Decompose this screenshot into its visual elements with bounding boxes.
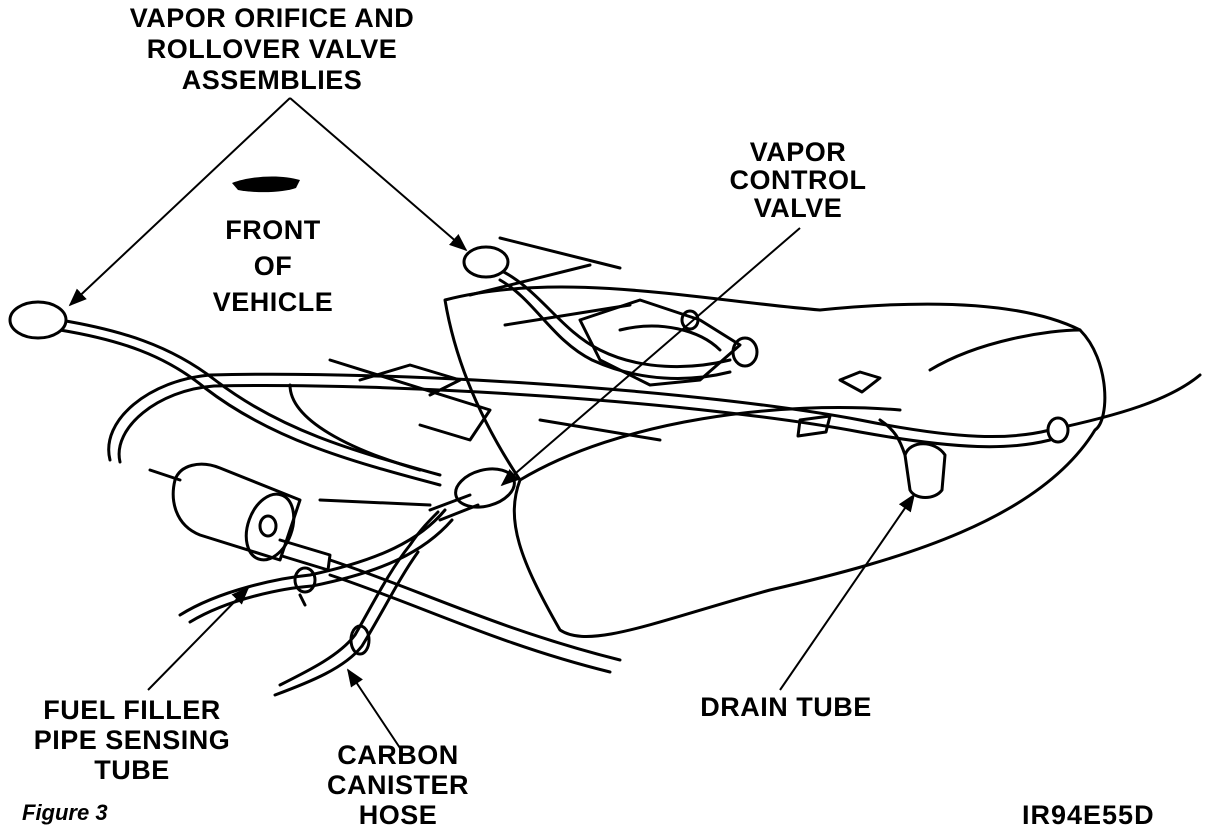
- leader-drain-tube: [779, 493, 916, 691]
- label-carbon-canister: CARBON CANISTER HOSE: [326, 740, 469, 830]
- leader-carbon-canister: [347, 668, 401, 749]
- label-front-of-vehicle: FRONT OF VEHICLE: [212, 215, 334, 317]
- vapor-line-clip: [1046, 416, 1070, 444]
- tank-seam-2: [928, 328, 1082, 372]
- label-vapor-control-valve: VAPOR CONTROL VALVE: [729, 137, 867, 223]
- tank-strap: [328, 358, 492, 442]
- front-of-vehicle-arrow: [232, 176, 300, 193]
- figure-caption: Figure 3: [22, 800, 108, 825]
- leader-fuel-filler: [147, 586, 250, 691]
- leader-vapor-control-valve: [500, 227, 801, 487]
- illustration-code: IR94E55D: [1022, 800, 1155, 830]
- tank-rib: [838, 370, 882, 394]
- rollover-valve-right: [462, 245, 510, 279]
- vapor-control-valve: [454, 467, 516, 509]
- leader-vapor-orifice-right: [289, 97, 468, 252]
- tank-seam: [518, 406, 902, 482]
- leader-vapor-orifice-left: [68, 97, 291, 307]
- label-fuel-filler: FUEL FILLER PIPE SENSING TUBE: [33, 695, 231, 785]
- rollover-valve-left: [8, 300, 68, 340]
- vapor-line-left: [58, 318, 442, 477]
- drain-tube-fitting: [903, 442, 947, 499]
- carbon-canister: [171, 462, 302, 562]
- label-vapor-orifice: VAPOR ORIFICE AND ROLLOVER VALVE ASSEMBL…: [129, 3, 415, 95]
- label-drain-tube: DRAIN TUBE: [700, 692, 872, 722]
- fuel-filler-sensing-tube: [178, 508, 447, 617]
- fuel-tank-outline: [443, 285, 1107, 638]
- vapor-line-right: [498, 268, 732, 369]
- vapor-line-main: [107, 372, 1202, 462]
- carbon-canister-hose: [278, 510, 440, 687]
- tank-rib-2: [796, 414, 832, 438]
